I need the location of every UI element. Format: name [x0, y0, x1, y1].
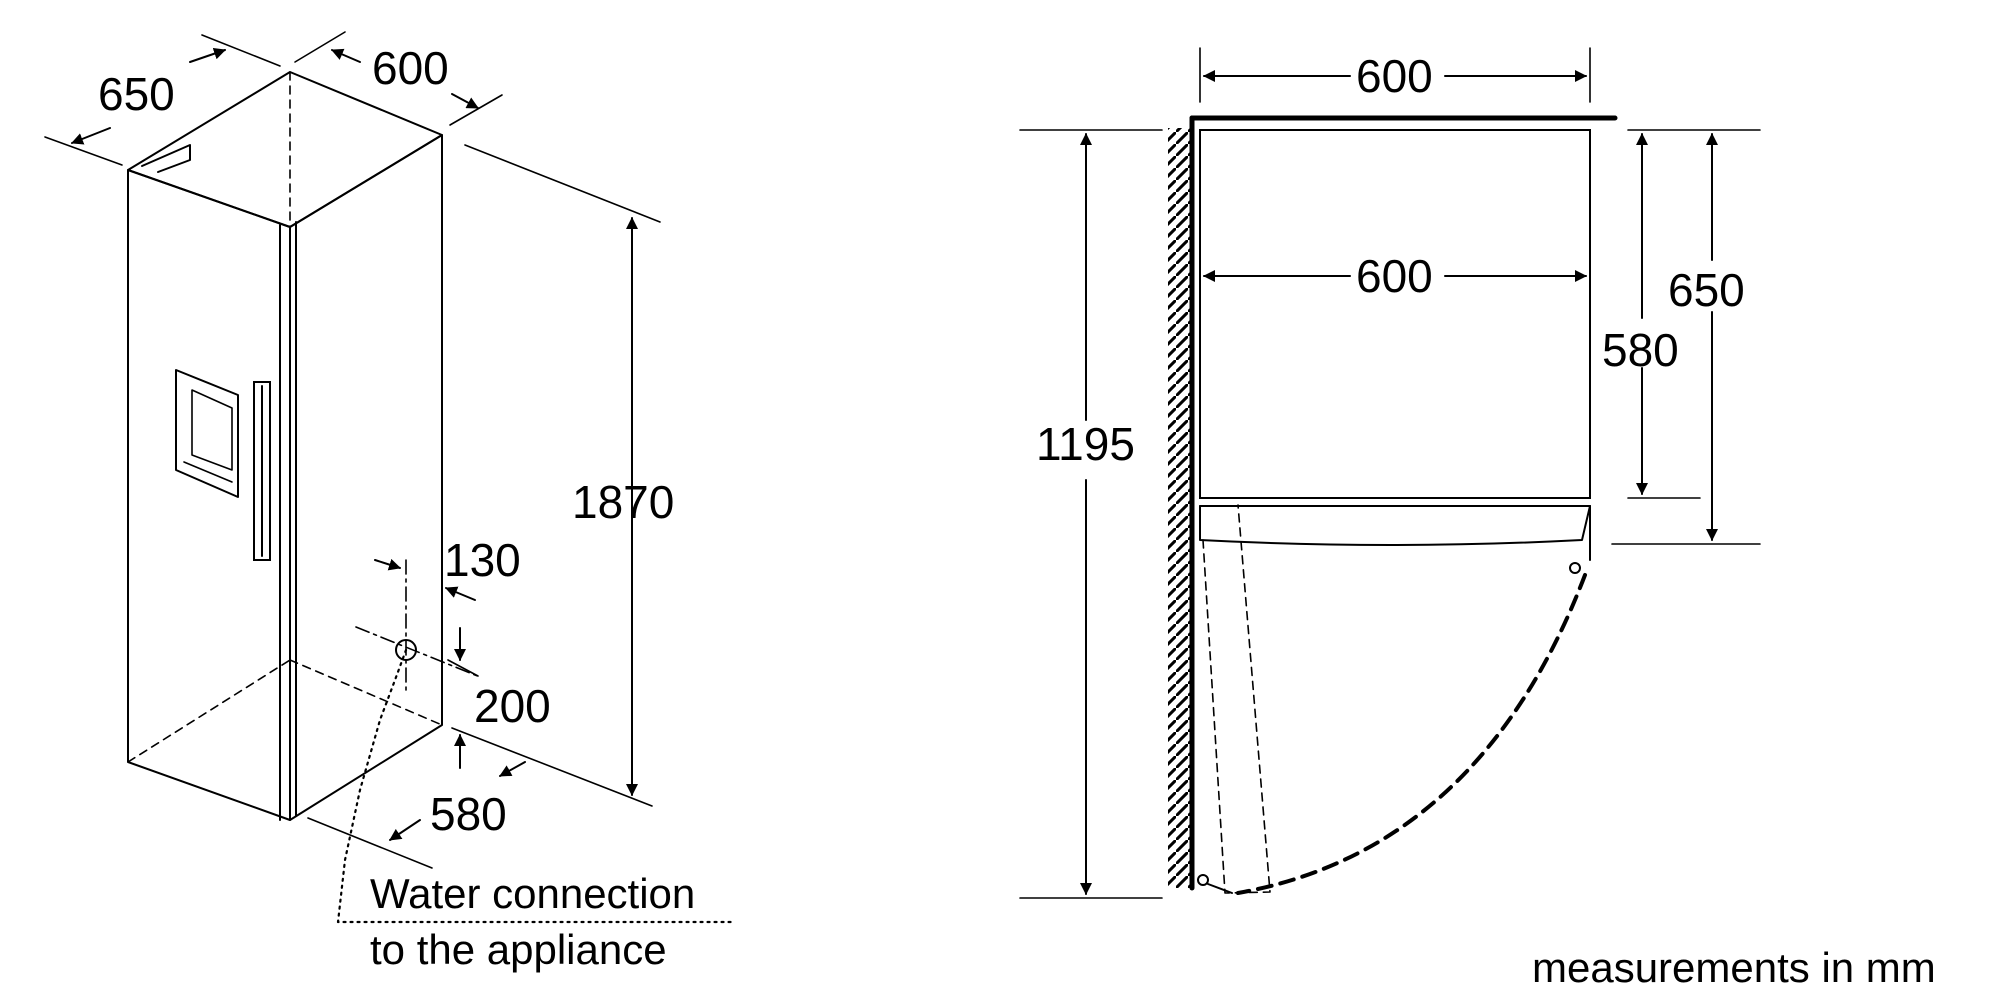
isometric-view: 650 600 1870 130: [44, 31, 737, 973]
water-dispenser: [175, 369, 239, 498]
plan-view: 600 600 1195 580 650: [1019, 47, 1761, 899]
dimension-plan-body-depth: 580: [1602, 129, 1761, 499]
dimension-iso-depth: 650: [44, 34, 281, 166]
dimension-plan-total-depth: 650: [1611, 133, 1761, 545]
plan-inner-width-label: 600: [1356, 250, 1433, 302]
connection-depth-label: 580: [430, 788, 507, 840]
water-connection-label-2: to the appliance: [370, 926, 667, 973]
fridge-cabinet: [127, 71, 443, 821]
water-connection-label-1: Water connection: [370, 870, 695, 917]
appliance-body-plan: [1197, 129, 1591, 886]
door-handle: [253, 381, 271, 561]
connection-height-label: 200: [474, 680, 551, 732]
water-connection-point: [355, 559, 481, 691]
dimension-iso-width: 600: [294, 31, 503, 126]
units-note: measurements in mm: [1532, 944, 1936, 991]
dimension-plan-inner-width: 600: [1203, 250, 1587, 302]
dimension-iso-height: 1870: [451, 144, 674, 807]
dimension-plan-swing-depth: 1195: [1019, 129, 1163, 899]
plan-swing-depth-label: 1195: [1036, 418, 1135, 470]
connection-side-label: 130: [444, 534, 521, 586]
dimension-connection-height: 200: [447, 627, 551, 769]
wall: [1168, 115, 1618, 891]
dimension-plan-outer-width: 600: [1199, 47, 1591, 103]
plan-body-depth-label: 580: [1602, 324, 1679, 376]
door-swing: [1202, 504, 1587, 895]
plan-total-depth-label: 650: [1668, 264, 1745, 316]
plan-outer-width-label: 600: [1356, 50, 1433, 102]
water-connection-leader: Water connection to the appliance: [336, 648, 737, 973]
iso-height-label: 1870: [572, 476, 674, 528]
iso-width-label: 600: [372, 42, 449, 94]
iso-depth-label: 650: [98, 68, 175, 120]
dimension-connection-depth: 580: [307, 761, 526, 869]
dimension-connection-side: 130: [374, 534, 521, 601]
